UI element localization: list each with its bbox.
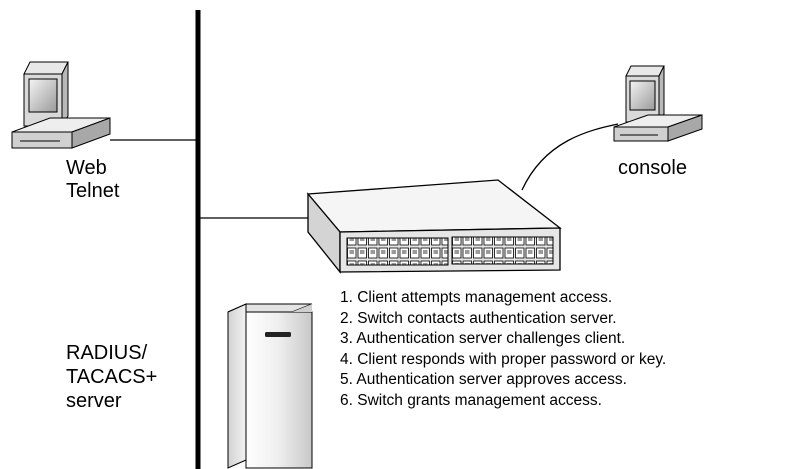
network-switch-icon — [306, 179, 562, 274]
console-label: console — [618, 157, 687, 179]
step-item: 2. Switch contacts authentication server… — [340, 309, 617, 327]
server-tower-icon — [227, 303, 313, 469]
step-item: 3. Authentication server challenges clie… — [340, 330, 626, 347]
telnet-label: Telnet — [66, 180, 120, 202]
step-item: 6. Switch grants management access. — [340, 391, 602, 409]
step-item: 1. Client attempts management access. — [340, 289, 613, 306]
tacacs-label: TACACS+ — [66, 366, 158, 388]
radius-label: RADIUS/ — [66, 342, 148, 364]
authentication-steps: 1. Client attempts management access. 2.… — [340, 288, 666, 411]
desktop-computer-icon — [11, 61, 111, 149]
web-label: Web — [66, 157, 107, 179]
desktop-computer-icon — [613, 65, 703, 142]
console-cable — [521, 123, 619, 191]
step-item: 5. Authentication server approves access… — [340, 371, 627, 388]
server-label: server — [66, 390, 122, 412]
step-item: 4. Client responds with proper password … — [340, 350, 667, 368]
